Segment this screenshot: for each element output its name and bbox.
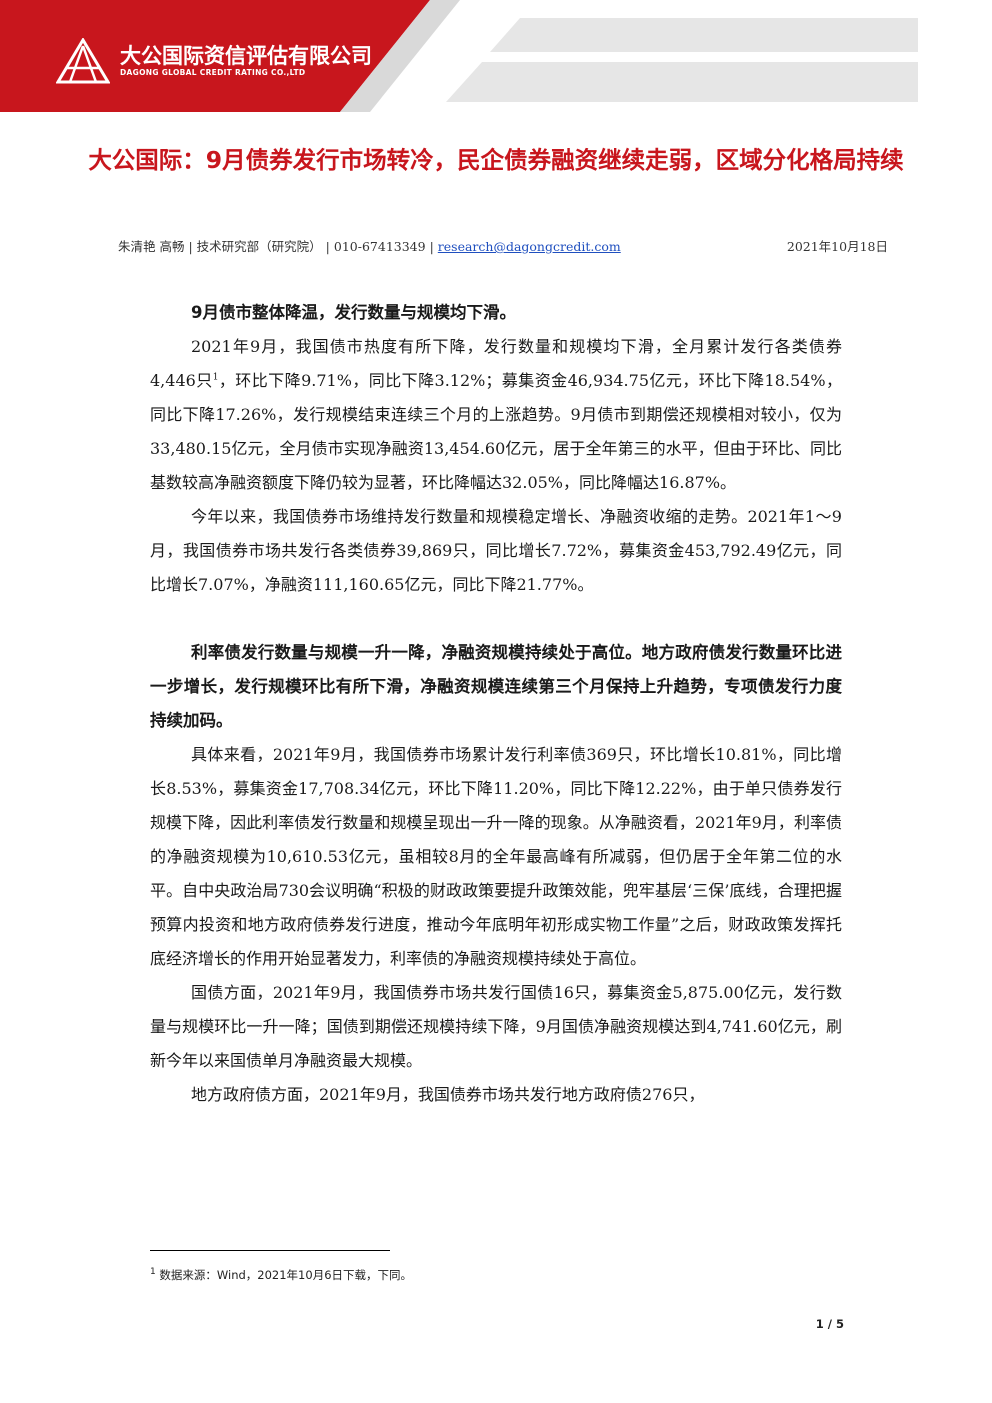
company-name-en: DAGONG GLOBAL CREDIT RATING CO.,LTD: [120, 68, 306, 77]
dagong-logo-icon: [56, 38, 110, 84]
publish-date: 2021年10月18日: [786, 239, 888, 254]
section-gap: [150, 602, 842, 636]
footnote-ref[interactable]: 1: [212, 372, 219, 383]
footnote-mark: 1: [150, 1267, 156, 1278]
article-body: 9月债市整体降温，发行数量与规模均下滑。 2021年9月，我国债市热度有所下降，…: [150, 296, 842, 1112]
footnote-divider: [150, 1250, 390, 1251]
paragraph-text: 2021年9月，我国债市热度有所下降，发行数量和规模均下滑，全月累计发行各类债券…: [150, 337, 842, 390]
paragraph: 国债方面，2021年9月，我国债券市场共发行国债16只，募集资金5,875.00…: [150, 983, 842, 1070]
byline: 朱清艳 高畅 | 技术研究部（研究院） | 010-67413349 | res…: [118, 236, 888, 255]
footnote-text: 数据来源：Wind，2021年10月6日下载，下同。: [159, 1268, 413, 1282]
paragraph: 今年以来，我国债券市场维持发行数量和规模稳定增长、净融资收缩的走势。2021年1…: [150, 507, 842, 594]
article-title: 大公国际：9月债券发行市场转冷，民企债券融资继续走弱，区域分化格局持续: [88, 146, 904, 174]
paragraph: 2021年9月，我国债市热度有所下降，发行数量和规模均下滑，全月累计发行各类债券…: [150, 330, 842, 500]
page-number: 1 / 5: [815, 1317, 844, 1331]
phone: 010-67413349: [333, 239, 426, 254]
separator: |: [325, 239, 330, 254]
paragraph-text: ，环比下降9.71%，同比下降3.12%；募集资金46,934.75亿元，环比下…: [150, 371, 842, 492]
department: 技术研究部（研究院）: [196, 239, 322, 254]
company-name-cn: 大公国际资信评估有限公司: [120, 44, 372, 68]
authors: 朱清艳 高畅: [118, 239, 185, 254]
footnote: 1 数据来源：Wind，2021年10月6日下载，下同。: [150, 1267, 412, 1283]
section-heading: 9月债市整体降温，发行数量与规模均下滑。: [191, 303, 516, 322]
separator: |: [429, 239, 434, 254]
email-link[interactable]: research@dagongcredit.com: [437, 239, 621, 254]
separator: |: [188, 239, 193, 254]
section-heading: 利率债发行数量与规模一升一降，净融资规模持续处于高位。地方政府债发行数量环比进一…: [150, 643, 842, 730]
paragraph: 具体来看，2021年9月，我国债券市场累计发行利率债369只，环比增长10.81…: [150, 745, 842, 968]
header-banner: 大公国际资信评估有限公司 DAGONG GLOBAL CREDIT RATING…: [0, 0, 992, 112]
banner-background: [0, 0, 918, 112]
paragraph: 地方政府债方面，2021年9月，我国债券市场共发行地方政府债276只，: [191, 1085, 705, 1104]
